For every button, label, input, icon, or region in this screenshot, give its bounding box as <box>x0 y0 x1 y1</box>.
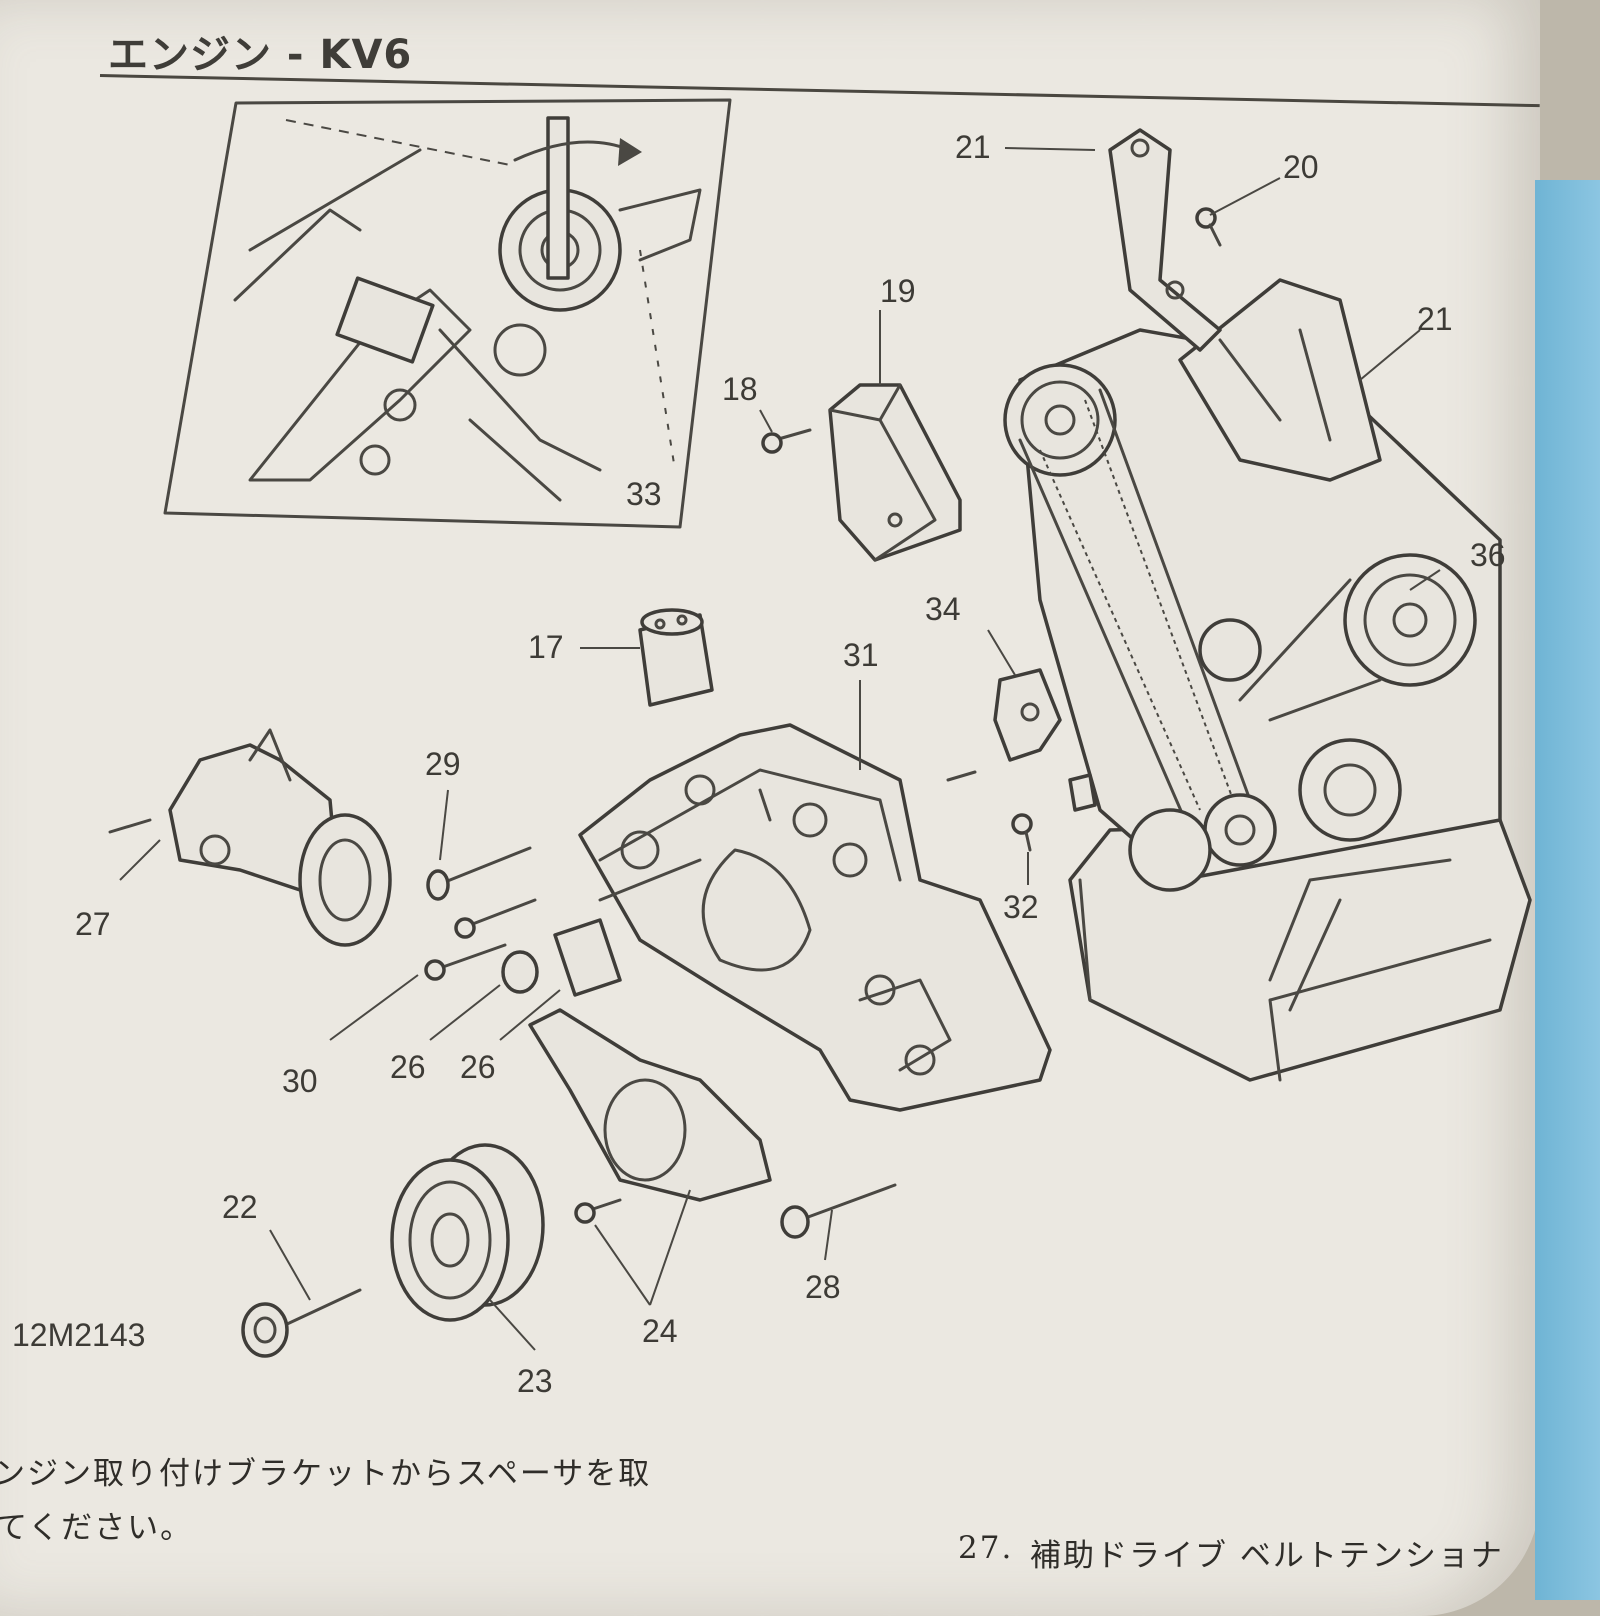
callout-23: 23 <box>517 1363 553 1399</box>
part-28-bolt <box>780 1183 897 1239</box>
inset-detail <box>163 98 732 529</box>
callout-36: 36 <box>1470 537 1506 573</box>
engine-assembly <box>1003 128 1532 1082</box>
section-title: エンジン - KV6 <box>108 32 413 78</box>
callout-26-right: 26 <box>460 1049 496 1085</box>
part-17-spacer <box>638 608 714 707</box>
callout-26-left: 26 <box>390 1049 426 1085</box>
adjacent-blue-page <box>1535 180 1600 1600</box>
callout-22: 22 <box>222 1189 258 1225</box>
part-18-bolt <box>761 428 812 454</box>
callout-20: 20 <box>1283 149 1319 185</box>
part-bolt-34 <box>946 770 977 782</box>
callout-32: 32 <box>1003 889 1039 925</box>
callout-21-top: 21 <box>955 129 991 165</box>
callout-29: 29 <box>425 746 461 782</box>
callout-24: 24 <box>642 1313 678 1349</box>
callout-28: 28 <box>805 1269 841 1305</box>
part-24-bolt-head <box>574 1202 596 1224</box>
part-27-bolt <box>108 818 152 834</box>
part-20-bolt <box>1195 207 1222 247</box>
part-24-bolt <box>588 1198 622 1212</box>
part-clip <box>1068 773 1097 812</box>
callout-34: 34 <box>925 591 961 627</box>
callout-27: 27 <box>75 906 111 942</box>
part-26-washer <box>501 950 539 994</box>
step-27-text: 補助ドライブ ベルトテンショナ <box>1030 1538 1504 1574</box>
callout-33: 33 <box>626 476 662 512</box>
part-34-sensor <box>993 668 1062 762</box>
callout-21-right: 21 <box>1417 301 1453 337</box>
part-29-bolts <box>426 846 537 939</box>
part-23-pulley <box>390 1143 545 1322</box>
callout-19: 19 <box>880 273 916 309</box>
body-text-line-1: ンジン取り付けブラケットからスペーサを取 <box>0 1456 652 1492</box>
part-19-cover <box>828 383 962 562</box>
figure-code: 12M2143 <box>12 1317 145 1353</box>
part-30-bolt <box>424 943 507 981</box>
callout-labels: 21 20 19 18 21 33 36 34 17 31 29 27 32 3… <box>12 129 1506 1399</box>
callout-18: 18 <box>722 371 758 407</box>
part-32-bolt <box>1011 813 1033 852</box>
part-24-lower-cover <box>528 1008 772 1202</box>
callout-17: 17 <box>528 629 564 665</box>
part-31-timing-cover <box>578 723 1052 1112</box>
leader-lines <box>119 147 1441 1351</box>
callout-31: 31 <box>843 637 879 673</box>
body-text-line-2: てください。 <box>0 1510 194 1546</box>
part-26-plate <box>553 918 622 997</box>
part-22-bolt <box>241 1288 362 1358</box>
step-27-number: 27. <box>958 1530 1014 1566</box>
callout-30: 30 <box>282 1063 318 1099</box>
part-27-tensioner <box>168 728 392 947</box>
